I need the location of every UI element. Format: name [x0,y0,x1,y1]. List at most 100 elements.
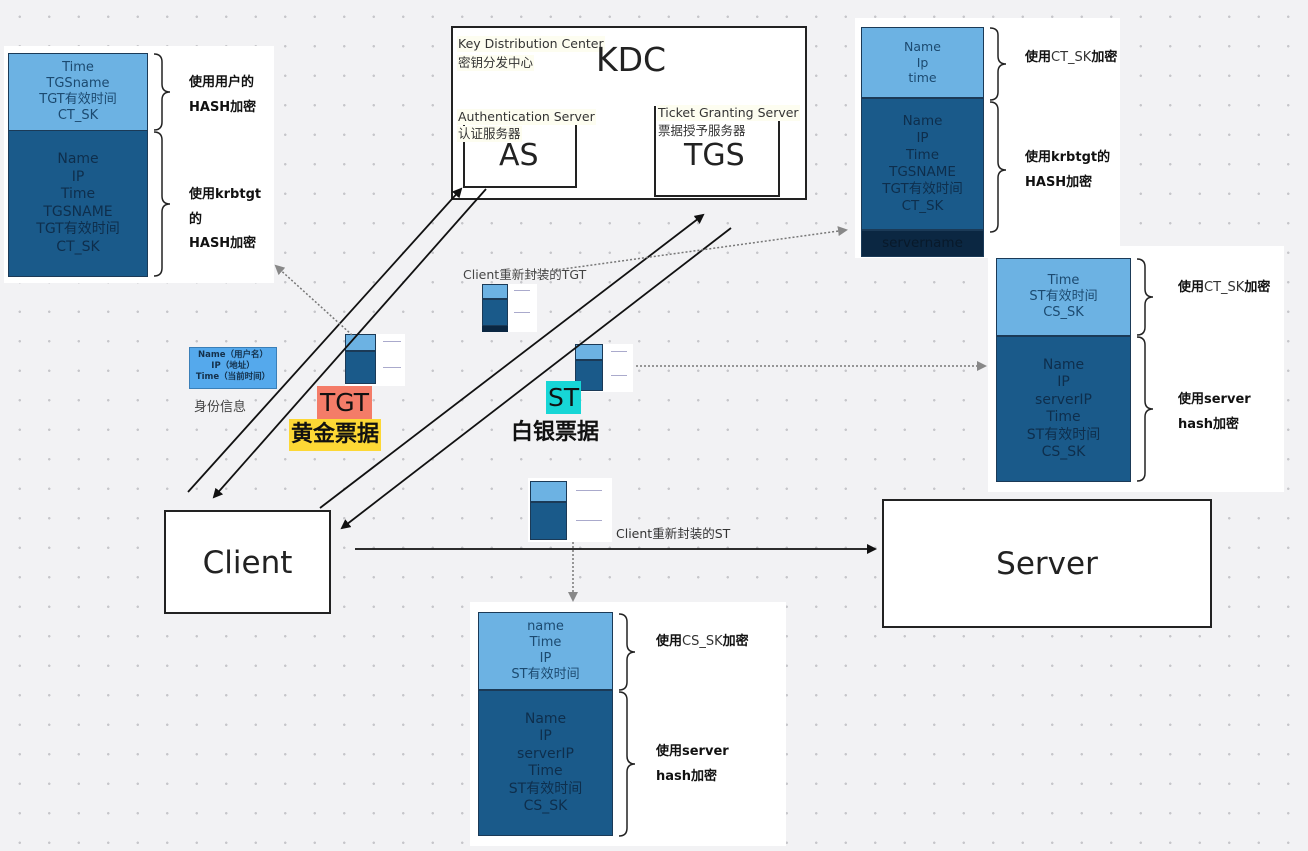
field: CS_SK [523,798,568,814]
identity-line: Time（当前时间） [195,372,271,383]
note-line: HASH加密 [189,236,257,252]
as-name-cn: 认证服务器 [457,126,522,143]
st-top-note: 使用CT_SK加密 [1178,276,1270,301]
field: CT_SK [901,197,944,214]
tgt-bottom-note: 使用krbtgt的 HASH加密 [189,183,274,257]
field: serverIP [517,745,574,762]
note-part: 使用 [1025,50,1052,65]
field: time [908,70,937,86]
field: Time [1046,409,1081,425]
dotted-arrow-tgt-detail [274,264,353,336]
repack-tgt-caption: Client重新封装的TGT [463,267,587,282]
field: IP [1057,374,1070,390]
note-line: 使用server [656,744,729,759]
tgs-name-en: Ticket Granting Server [657,105,800,122]
field: IP [916,130,929,147]
tgt-golden-ticket-label: 黄金票据 [289,419,382,451]
kdc-title: KDC [596,40,667,79]
field: Name [904,39,941,55]
field: TGT有效时间 [882,180,963,197]
mini-repack-tgt-thumbnail [482,284,537,332]
repack-tgt-card: Name Ip time Name IP Time TGSNAME TGT有效时… [855,18,1120,258]
note-line: hash加密 [656,768,718,784]
note-part: 加密 [1091,50,1118,65]
brace-icon [153,53,171,277]
brace-icon [1136,258,1154,482]
field: Name [1042,356,1085,373]
repack-st-cssk-section: name Time IP ST有效时间 [478,612,613,690]
tgt-krbtgt-hash-section: Name IP Time TGSNAME TGT有效时间 CT_SK [8,130,148,277]
kdc-box[interactable]: Key Distribution Center 密钥分发中心 KDC AS Au… [451,26,807,200]
as-name-en: Authentication Server [457,109,596,126]
repack-tgt-krbtgt-section: Name IP Time TGSNAME TGT有效时间 CT_SK [861,98,984,230]
field: Time [62,59,94,75]
identity-caption: 身份信息 [194,400,247,415]
repack-tgt-ctsk-section: Name Ip time [861,27,984,98]
tgt-top-note: 使用用户的 HASH加密 [189,71,256,120]
field: CS_SK [1043,305,1084,321]
note-line: hash加密 [1178,416,1240,432]
field: CS_SK [1041,444,1086,460]
field: Time [60,186,96,202]
field: Name [524,710,567,727]
field: servername [882,235,963,252]
field: serverIP [1035,391,1092,408]
server-label: Server [996,546,1098,582]
identity-line: IP（地址） [211,361,255,372]
repack-tgt-servername-section: servername [861,230,984,257]
st-packet-card: Time ST有效时间 CS_SK Name IP serverIP Time … [988,246,1284,492]
note-line: 使用krbtgt的 [1025,150,1111,165]
mini-st-thumbnail [575,344,633,392]
note-line: HASH加密 [1025,174,1093,190]
server-box[interactable]: Server [882,499,1212,628]
mini-repack-st-thumbnail [528,478,612,542]
repack-st-bottom-note: 使用server hash加密 [656,740,729,789]
repack-tgt-top-note: 使用CT_SK加密 [1025,46,1117,71]
field: ST有效时间 [1029,288,1098,304]
note-part: 加密 [722,634,749,649]
field: IP [539,728,552,744]
client-box[interactable]: Client [164,510,331,614]
repack-st-top-note: 使用CS_SK加密 [656,630,749,655]
repack-st-card: name Time IP ST有效时间 Name IP serverIP Tim… [470,602,786,846]
field: Time [1047,272,1080,288]
client-label: Client [202,545,293,581]
tgs-box[interactable]: TGS [654,106,780,197]
note-part: 使用 [656,634,683,649]
brace-icon [618,613,636,837]
repack-st-caption: Client重新封装的ST [616,526,731,541]
tgs-name-cn: 票据授予服务器 [658,123,746,138]
field: ST有效时间 [511,667,580,683]
note-line: 使用用户的 [189,75,255,90]
kdc-subtitle-cn: 密钥分发中心 [457,55,535,72]
field: TGSNAME [889,164,956,180]
st-server-hash-section: Name IP serverIP Time ST有效时间 CS_SK [996,336,1131,482]
note-part: CT_SK [1204,280,1245,295]
field: TGT有效时间 [36,221,120,237]
st-ctsk-section: Time ST有效时间 CS_SK [996,258,1131,336]
st-badge: ST [546,381,582,414]
as-label: AS [499,138,539,173]
tgs-label: TGS [684,138,745,173]
field: Time [529,634,562,650]
field: ST有效时间 [508,780,583,797]
field: Name [902,113,943,130]
field: ST有效时间 [1026,426,1101,443]
st-silver-ticket-label: 白银票据 [511,420,600,445]
note-part: CS_SK [682,634,723,649]
field: IP [539,651,552,666]
identity-line: Name（用户名） [198,350,268,360]
note-line: 使用krbtgt的 [189,187,262,227]
note-line: 使用server [1178,392,1251,407]
field: TGSname [46,75,110,91]
field: TGT有效时间 [39,92,117,107]
note-part: CT_SK [1051,50,1092,65]
field: CT_SK [56,238,100,255]
field: CT_SK [57,108,99,124]
field: name [527,618,564,634]
note-part: 加密 [1244,280,1271,295]
tgt-packet-card: Time TGSname TGT有效时间 CT_SK Name IP Time … [4,46,274,283]
field: Time [905,147,940,164]
identity-box: Name（用户名） IP（地址） Time（当前时间） [189,347,277,389]
field: Name [57,151,99,167]
